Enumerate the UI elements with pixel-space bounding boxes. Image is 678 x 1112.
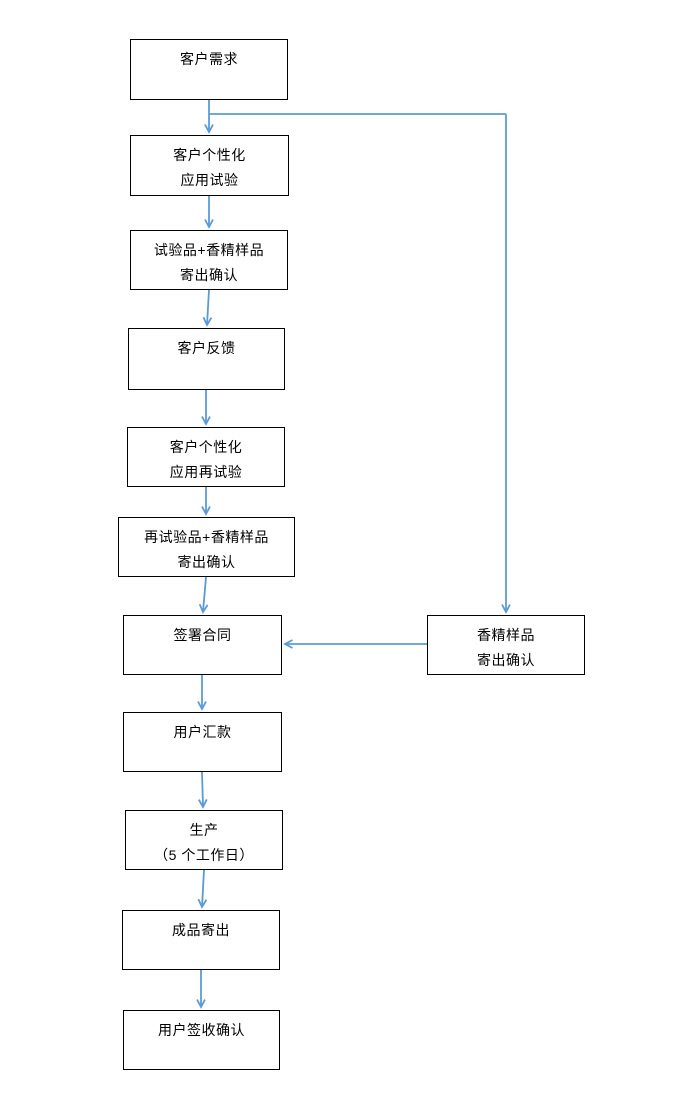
flow-node-user-receipt-confirm: 用户签收确认: [123, 1010, 280, 1070]
flow-node-custom-application-test: 客户个性化 应用试验: [130, 135, 289, 196]
flow-node-fragrance-sample-send-confirm: 香精样品 寄出确认: [427, 615, 585, 675]
connector-production-to-finished-product-send: [202, 869, 204, 907]
flow-node-retest-sample-send-confirm: 再试验品+香精样品 寄出确认: [118, 517, 295, 577]
flow-node-customer-feedback: 客户反馈: [128, 328, 285, 390]
flow-node-user-remittance: 用户汇款: [123, 712, 282, 772]
connector-test-sample-send-confirm-to-customer-feedback: [207, 289, 209, 325]
connector-retest-sample-send-confirm-to-sign-contract: [203, 576, 206, 612]
flow-node-customer-needs: 客户需求: [130, 39, 288, 100]
flow-node-test-sample-send-confirm: 试验品+香精样品 寄出确认: [130, 230, 288, 290]
flow-node-sign-contract: 签署合同: [123, 615, 282, 675]
connector-user-remittance-to-production: [202, 771, 203, 807]
flow-node-custom-application-retest: 客户个性化 应用再试验: [127, 427, 285, 487]
flow-node-production: 生产 （5 个工作日）: [125, 810, 283, 870]
flow-node-finished-product-send: 成品寄出: [122, 910, 280, 970]
